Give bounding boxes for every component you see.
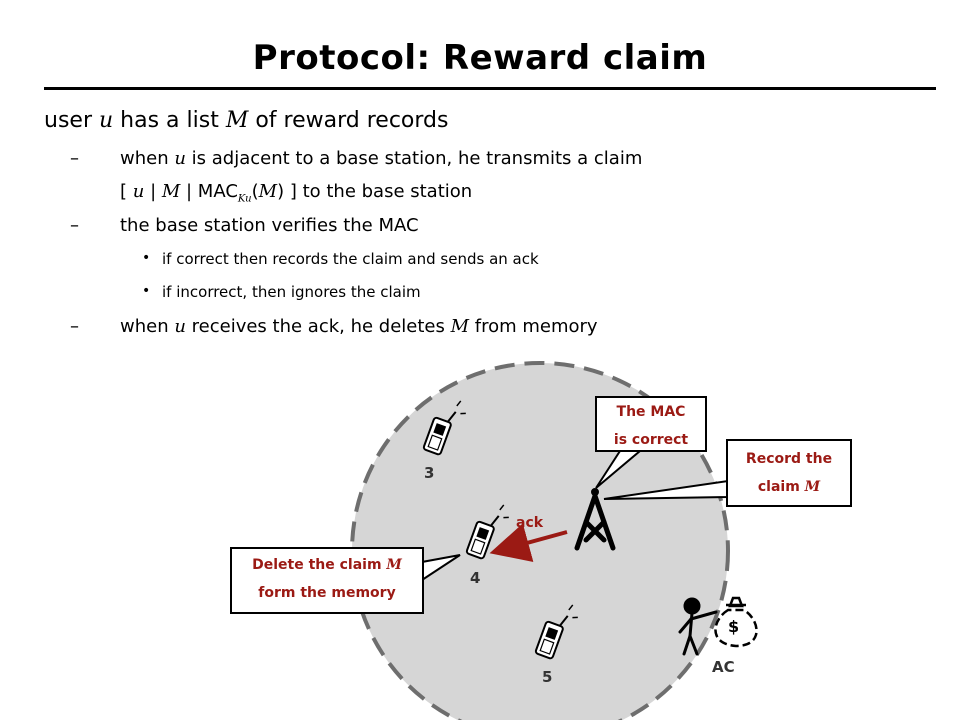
mobile-phone-icon <box>465 504 509 560</box>
subpoint-transmit-claim: – when u is adjacent to a base station, … <box>70 148 643 169</box>
ack-label: ack <box>516 515 544 531</box>
ac-label: AC <box>712 658 735 676</box>
subpoint-receive-ack: – when u receives the ack, he deletes M … <box>70 316 598 337</box>
bullet-marker: • <box>142 283 151 299</box>
money-bag-icon <box>714 596 758 648</box>
dash-marker: – <box>70 316 79 337</box>
base-station-antenna-icon <box>574 488 616 551</box>
claim-format: [ u | M | MACKu(M) ] to the base station <box>120 181 473 205</box>
money-symbol: $ <box>728 617 740 636</box>
person-icon <box>678 597 718 656</box>
dash-marker: – <box>70 148 79 169</box>
callout-delete-claim: Delete the claim M form the memory <box>230 547 424 614</box>
mobile-phone-icon <box>534 604 578 660</box>
phone-label-5: 5 <box>542 668 553 686</box>
phone-label-3: 3 <box>424 464 435 482</box>
phone-label-4: 4 <box>470 569 481 587</box>
bullet-correct: • if correct then records the claim and … <box>142 250 539 268</box>
title-rule <box>44 87 936 90</box>
mobile-phone-icon <box>422 400 466 456</box>
subpoint-verify-mac: – the base station verifies the MAC <box>70 215 419 236</box>
dash-marker: – <box>70 215 79 236</box>
callout-mac-correct: The MAC is correct <box>595 396 707 452</box>
callout-record-claim: Record the claim M <box>726 439 852 507</box>
ack-arrow <box>489 523 568 562</box>
point-user-list: user u has a list M of reward records <box>44 108 449 133</box>
bullet-incorrect: • if incorrect, then ignores the claim <box>142 283 421 301</box>
bullet-marker: • <box>142 250 151 266</box>
slide-title: Protocol: Reward claim <box>252 38 708 78</box>
